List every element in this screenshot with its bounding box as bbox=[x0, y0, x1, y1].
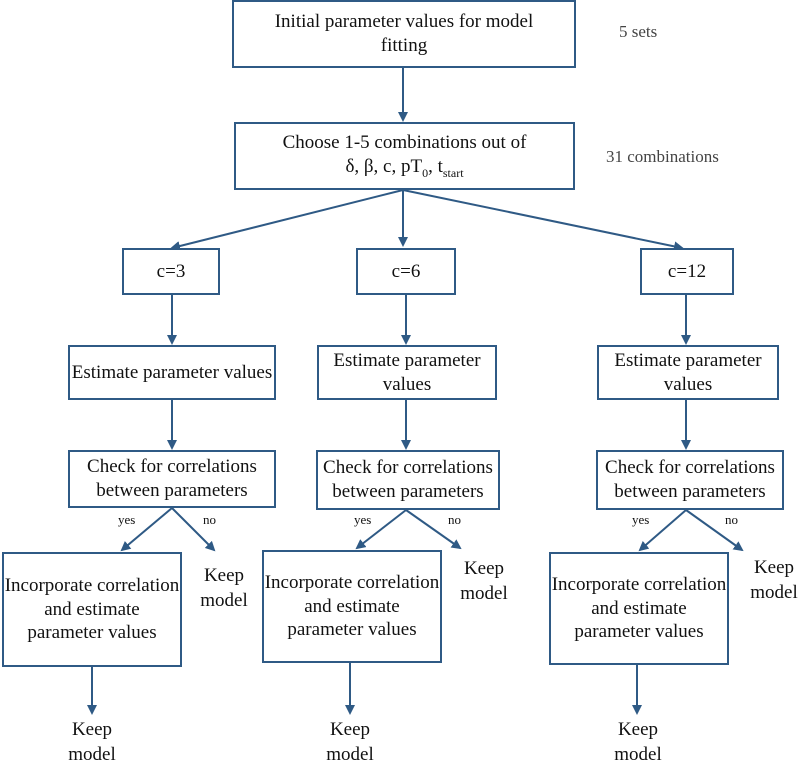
keep-model-final-1: Keep model bbox=[68, 719, 116, 765]
no-label-1: no bbox=[203, 512, 216, 527]
choose-combinations-line1: Choose 1-5 combinations out of bbox=[282, 132, 527, 154]
combinations-note: 31 combinations bbox=[606, 147, 719, 166]
sets-note: 5 sets bbox=[619, 22, 658, 41]
keep-model-no-1: Keep model bbox=[200, 565, 248, 611]
c6-box: c=6 bbox=[356, 248, 456, 295]
arrow-no-3 bbox=[685, 509, 744, 552]
keep-model-no-2: Keep model bbox=[460, 558, 508, 604]
check-correlations-box-1: Check for correlations between parameter… bbox=[68, 450, 276, 508]
check-correlations-box-3: Check for correlations between parameter… bbox=[596, 450, 784, 510]
incorporate-box-2: Incorporate correlation and estimate par… bbox=[262, 550, 442, 663]
estimate-box-2: Estimate parameter values bbox=[317, 345, 497, 400]
yes-label-3: yes bbox=[632, 512, 650, 527]
estimate-box-3: Estimate parameter values bbox=[597, 345, 779, 400]
c12-box: c=12 bbox=[640, 248, 734, 295]
check-correlations-box-2: Check for correlations between parameter… bbox=[316, 450, 500, 510]
no-label-3: no bbox=[725, 512, 738, 527]
yes-label-2: yes bbox=[354, 512, 372, 527]
arrow-no-2 bbox=[405, 509, 462, 550]
arrow-yes-2 bbox=[355, 509, 407, 550]
initial-parameters-box: Initial parameter values for model fitti… bbox=[232, 0, 576, 68]
c3-box: c=3 bbox=[122, 248, 220, 295]
choose-combinations-box: Choose 1-5 combinations out of δ, β, c, … bbox=[234, 122, 575, 190]
arrow-yes-3 bbox=[638, 509, 687, 552]
keep-model-final-2: Keep model bbox=[326, 719, 374, 765]
yes-label-1: yes bbox=[118, 512, 136, 527]
incorporate-box-3: Incorporate correlation and estimate par… bbox=[549, 552, 729, 665]
arrow-choose-to-c12 bbox=[402, 189, 684, 252]
arrow-yes-1 bbox=[120, 507, 173, 552]
incorporate-box-1: Incorporate correlation and estimate par… bbox=[2, 552, 182, 667]
choose-combinations-line2: δ, β, c, pT0, tstart bbox=[345, 155, 464, 180]
no-label-2: no bbox=[448, 512, 461, 527]
estimate-box-1: Estimate parameter values bbox=[68, 345, 276, 400]
keep-model-final-3: Keep model bbox=[614, 719, 662, 765]
initial-parameters-text: Initial parameter values for model fitti… bbox=[274, 11, 534, 56]
arrow-no-1 bbox=[171, 507, 216, 552]
keep-model-no-3: Keep model bbox=[750, 557, 798, 603]
arrow-choose-to-c3 bbox=[170, 189, 404, 251]
